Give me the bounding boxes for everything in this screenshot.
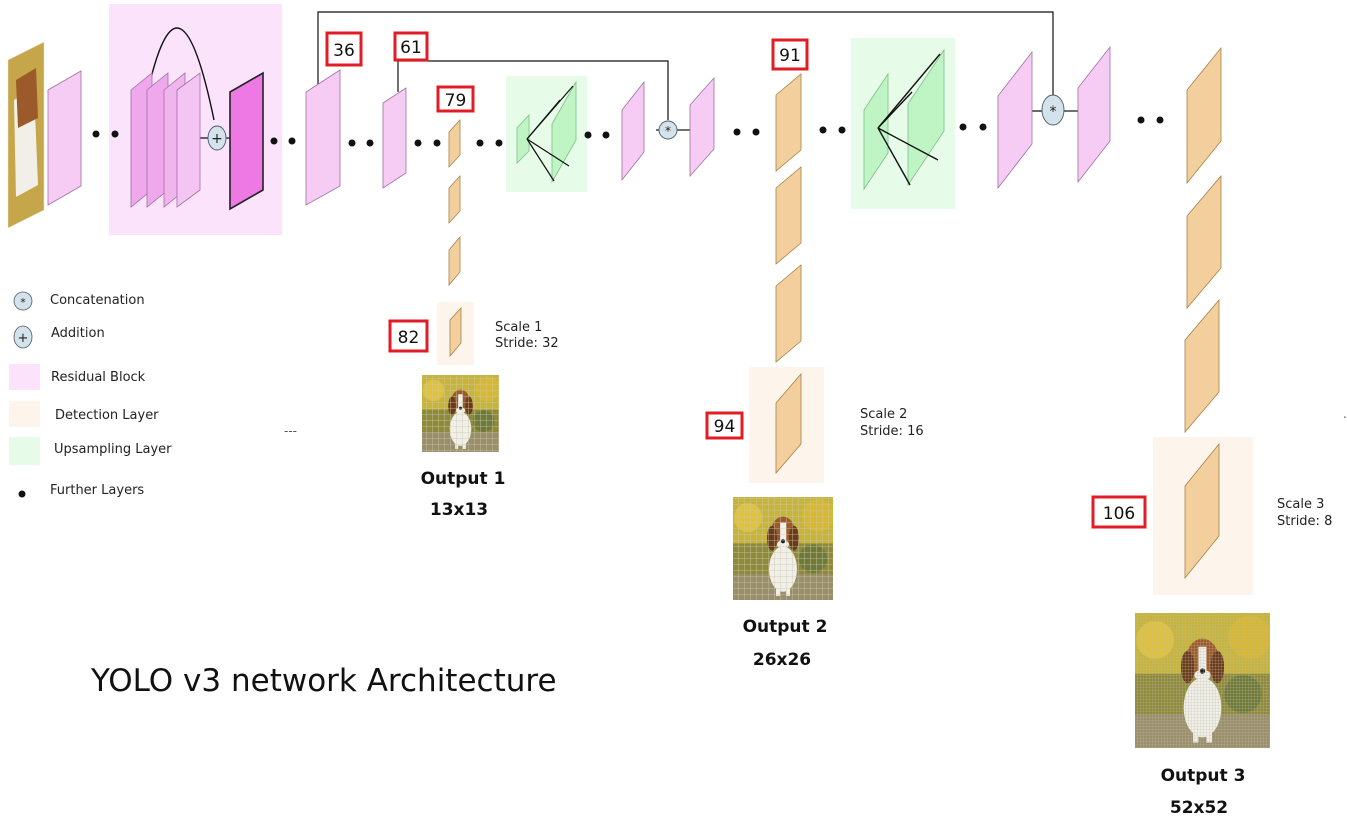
svg-text:91: 91 [779,46,801,66]
output-3-image [1135,613,1270,748]
upsampling-layers [516,48,945,191]
output-1-title: Output 1 [421,469,506,489]
output-3-size: 52x52 [1170,798,1228,818]
svg-text:94: 94 [714,417,736,437]
scale-3-label: Scale 3 [1277,497,1324,512]
legend-further-label: Further Layers [50,483,144,498]
svg-text:*: * [665,124,671,138]
output-2-title: Output 2 [743,617,828,637]
svg-text:82: 82 [398,328,420,348]
legend-residual-swatch [9,364,40,390]
svg-text:61: 61 [400,38,422,58]
svg-text:*: * [1050,104,1057,120]
stride-2-label: Stride: 16 [860,424,924,439]
layer-label-61: 61 [393,31,429,62]
output-3-title: Output 3 [1161,766,1246,786]
legend: * Concatenation + Addition Residual Bloc… [9,291,172,498]
legend-upsampling-label: Upsampling Layer [54,442,172,457]
addition-operation: + [207,125,227,151]
residual-layers [47,45,1111,211]
layer-label-79: 79 [436,85,475,113]
stride-3-label: Stride: 8 [1277,514,1332,529]
layer-label-106: 106 [1091,495,1147,529]
legend-upsampling-swatch [9,437,40,465]
legend-detection-label: Detection Layer [55,408,159,423]
input-image [7,41,45,229]
legend-concatenation-label: Concatenation [50,293,145,308]
svg-text:79: 79 [445,91,467,111]
layer-label-91: 91 [771,38,809,71]
scale-2-label: Scale 2 [860,407,907,422]
svg-text:+: + [18,331,29,346]
legend-detection-swatch [9,401,40,427]
diagram-title: YOLO v3 network Architecture [90,663,557,699]
output-1-image [422,375,499,452]
concat-operation-2: * [1041,94,1065,126]
svg-text:106: 106 [1103,504,1135,524]
scale-1-label: Scale 1 [495,320,542,335]
legend-addition-label: Addition [51,326,105,341]
dot-mark: . [1343,407,1347,421]
layer-label-36: 36 [325,31,363,67]
legend-residual-label: Residual Block [51,370,146,385]
layer-label-94: 94 [705,411,744,440]
detection-layers [448,46,1222,580]
legend-concatenation-icon: * [13,291,33,311]
legend-further-dot [18,490,26,498]
dash-mark: --- [284,424,297,438]
output-2-size: 26x26 [753,650,811,670]
stride-1-label: Stride: 32 [495,336,559,351]
legend-addition-icon: + [13,325,33,349]
concat-operation-1: * [658,120,678,140]
svg-text:*: * [20,296,26,309]
further-layer-dots [92,116,1164,147]
output-1-size: 13x13 [430,500,488,520]
layer-label-82: 82 [388,319,429,353]
svg-text:36: 36 [333,41,355,61]
svg-text:+: + [211,131,223,147]
output-2-image [733,497,833,600]
